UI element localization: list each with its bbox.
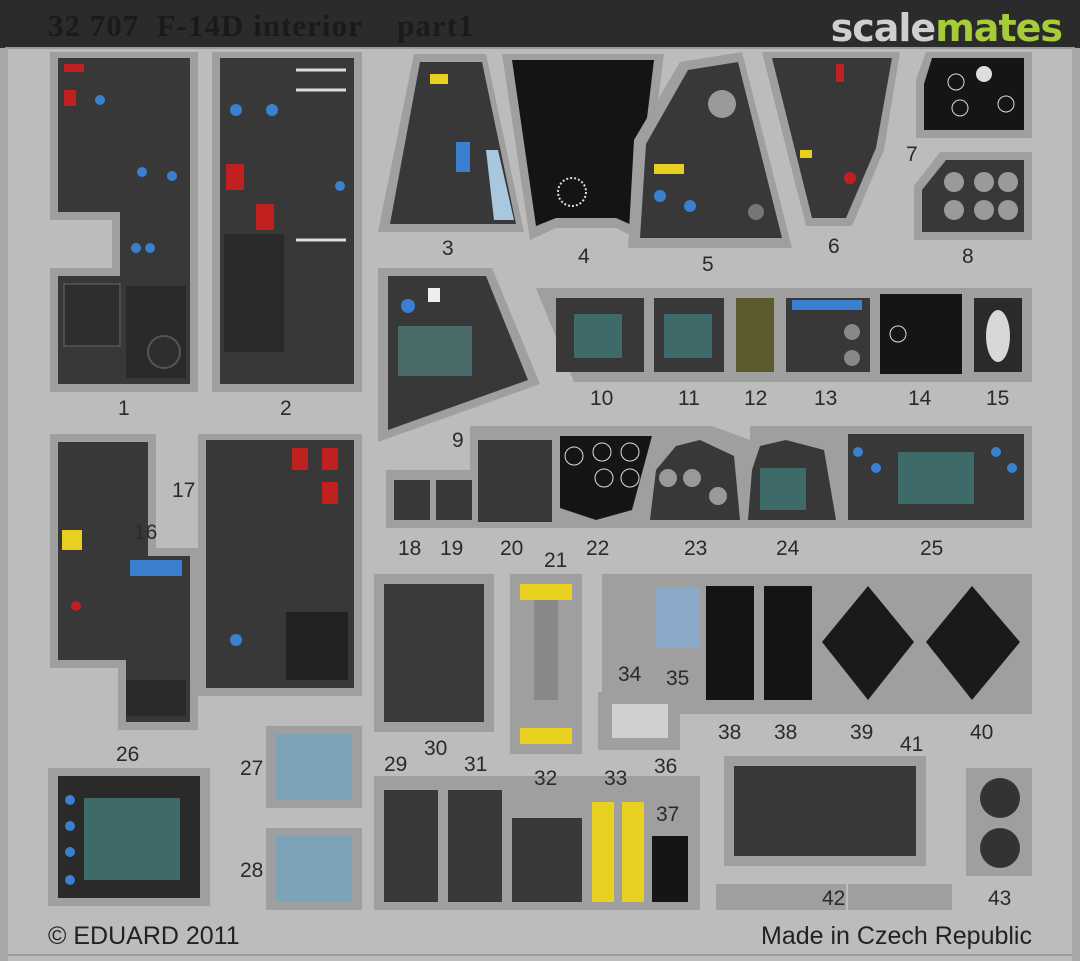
part-41-plate (724, 756, 926, 866)
part-label: 43 (988, 887, 1012, 910)
part-label: 17 (172, 479, 196, 502)
fret-edge-right (1072, 48, 1080, 961)
part-26-display (48, 768, 210, 906)
part-label: 15 (986, 387, 1010, 410)
part-label: 38 (718, 721, 742, 744)
part-4-panel (502, 54, 664, 240)
part-3-panel (378, 54, 524, 232)
part-label: 42 (822, 887, 846, 910)
part-label: 34 (618, 663, 642, 686)
part-label: 36 (654, 755, 678, 778)
part-2-panel (212, 52, 362, 392)
part-label: 24 (776, 537, 800, 560)
part-label: 5 (702, 253, 714, 276)
part-label: 13 (814, 387, 838, 410)
part-label: 41 (900, 733, 924, 756)
part-21-strap (510, 574, 582, 754)
part-label: 19 (440, 537, 464, 560)
watermark: scalemates (830, 6, 1063, 50)
part-label: 3 (442, 237, 454, 260)
part-label: 14 (908, 387, 932, 410)
strip-10-15 (536, 288, 1032, 382)
part-label: 29 (384, 753, 408, 776)
part-label: 26 (116, 743, 140, 766)
watermark-mates: mates (935, 6, 1063, 50)
part-5-panel (628, 52, 792, 248)
part-label: 28 (240, 859, 264, 882)
part-17-panel (198, 434, 362, 696)
part-7-panel (916, 52, 1032, 138)
part-label: 25 (920, 537, 944, 560)
part-label: 35 (666, 667, 690, 690)
part-6-panel (762, 52, 900, 226)
part-36-plate (598, 692, 680, 750)
part-label: 18 (398, 537, 422, 560)
part-label: 27 (240, 757, 264, 780)
part-label: 11 (678, 387, 700, 410)
copyright-text: © EDUARD 2011 (48, 922, 240, 950)
title-banner (0, 0, 1080, 48)
part-label: 9 (452, 429, 464, 452)
part-1-panel (50, 52, 198, 392)
origin-text: Made in Czech Republic (761, 922, 1032, 950)
part-label: 4 (578, 245, 590, 268)
part-label: 22 (586, 537, 610, 560)
part-27-28-panels (266, 726, 362, 910)
part-43-plate (966, 768, 1032, 876)
part-label: 37 (656, 803, 680, 826)
part-16-26-panel (50, 434, 198, 730)
part-label: 8 (962, 245, 974, 268)
part-label: 40 (970, 721, 994, 744)
part-label: 20 (500, 537, 524, 560)
part-label: 2 (280, 397, 292, 420)
part-label: 32 (534, 767, 558, 790)
watermark-scale: scale (830, 6, 937, 50)
part-9-panel (378, 268, 540, 442)
part-label: 16 (134, 521, 158, 544)
part-label: 30 (424, 737, 448, 760)
part-label: 6 (828, 235, 840, 258)
strip-34-40 (602, 574, 1032, 714)
part-label: 31 (464, 753, 488, 776)
part-label: 21 (544, 549, 568, 572)
fret-title: 32 707 F-14D interior part1 (48, 8, 475, 43)
part-label: 12 (744, 387, 768, 410)
part-label: 7 (906, 143, 918, 166)
part-label: 23 (684, 537, 708, 560)
part-label: 1 (118, 397, 130, 420)
part-label: 39 (850, 721, 874, 744)
strip-29-37 (374, 776, 700, 910)
part-label: 38 (774, 721, 798, 744)
fret-edge-left (0, 48, 8, 961)
part-30-plate (374, 574, 494, 732)
part-label: 33 (604, 767, 628, 790)
strip-18-25 (386, 426, 1032, 528)
part-8-panel (914, 152, 1032, 240)
part-42-strips (716, 884, 952, 910)
part-label: 10 (590, 387, 614, 410)
